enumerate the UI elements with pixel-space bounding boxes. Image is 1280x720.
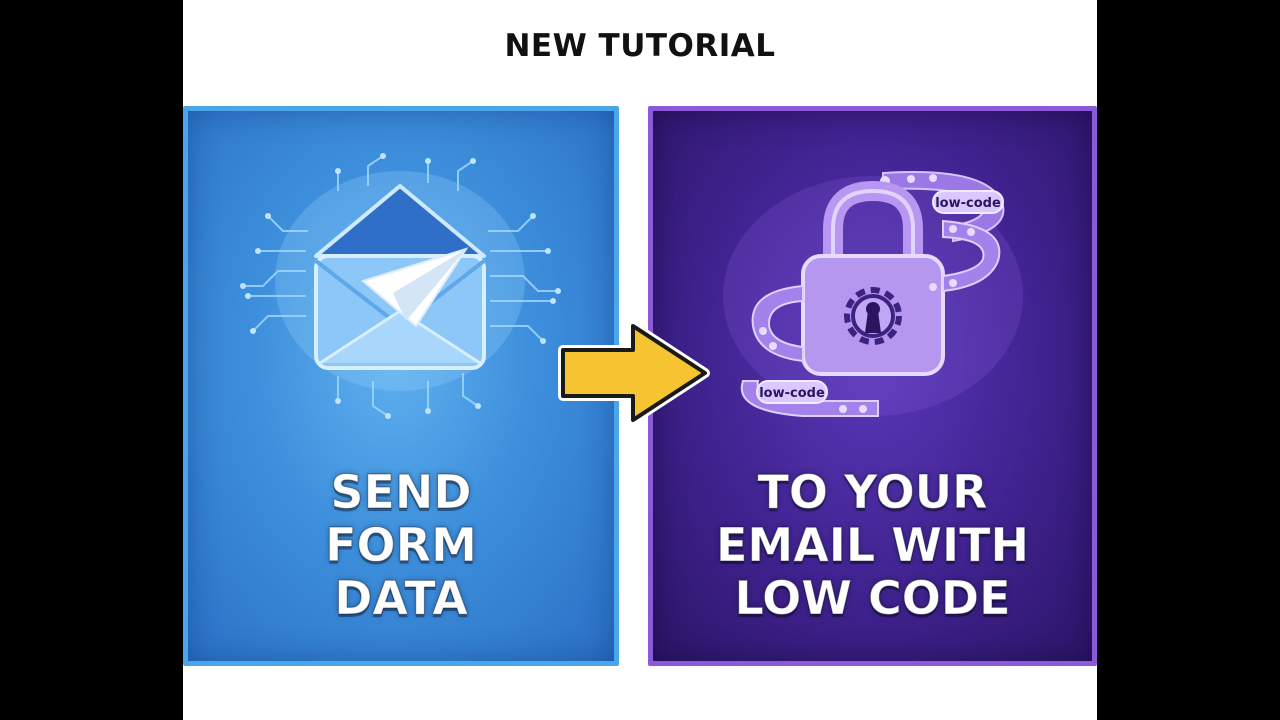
envelope-illustration: [240, 153, 561, 419]
right-title-line: EMAIL WITH: [716, 518, 1030, 572]
keyhole-icon: [865, 302, 881, 333]
right-title: TO YOUR EMAIL WITH LOW CODE: [653, 465, 1092, 625]
circuit-nodes: [240, 153, 561, 419]
low-code-tag: low-code: [932, 190, 1004, 214]
thumbnail-canvas: NEW TUTORIAL: [183, 0, 1097, 720]
right-title-line: LOW CODE: [734, 571, 1011, 625]
headline: NEW TUTORIAL: [504, 28, 776, 64]
left-title: SEND FORM DATA: [188, 465, 614, 625]
right-panel: low-code low-code TO YOUR EMAIL WITH LOW…: [648, 106, 1097, 666]
left-title-line: SEND: [330, 465, 472, 519]
circuit-lines: [243, 155, 558, 417]
low-code-tag-label: low-code: [935, 196, 1001, 211]
paper-plane-icon: [360, 247, 469, 328]
padlock-illustration: low-code low-code: [723, 170, 1023, 417]
left-panel: SEND FORM DATA: [183, 106, 619, 666]
left-title-line: DATA: [334, 571, 469, 625]
left-title-line: FORM: [325, 518, 478, 572]
right-title-line: TO YOUR: [757, 465, 988, 519]
low-code-tag: low-code: [756, 380, 828, 404]
low-code-tag-label: low-code: [759, 386, 825, 401]
arrow-right-icon: [555, 318, 715, 428]
